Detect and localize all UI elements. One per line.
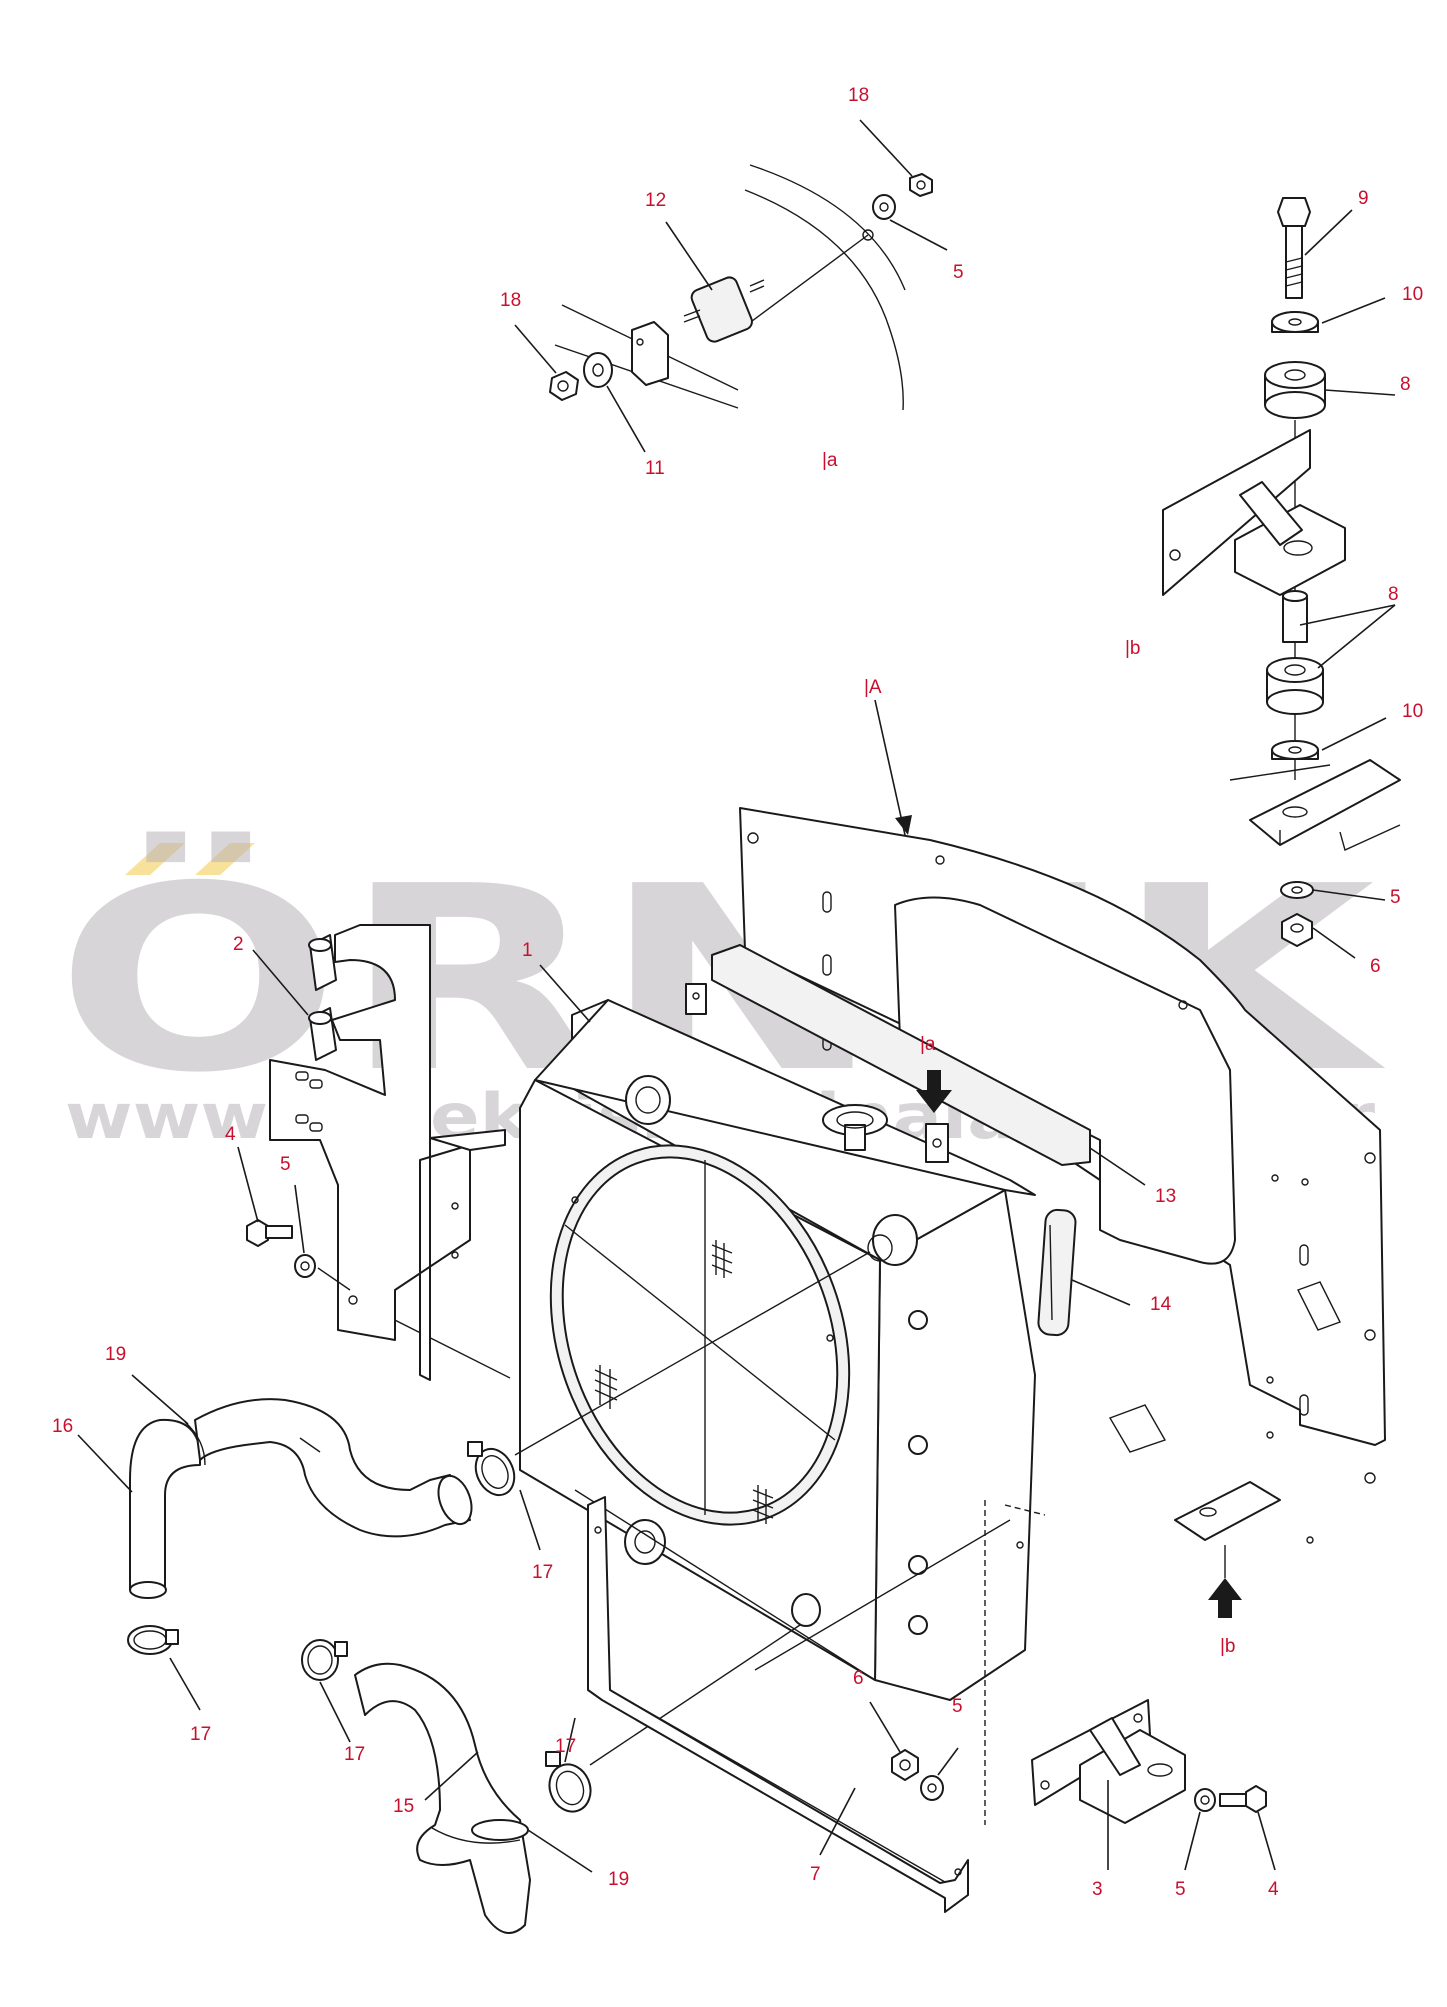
nut-18-top: [909, 173, 933, 197]
callout-5-top: 5: [953, 262, 964, 283]
left-bracket-2: [246, 924, 506, 1381]
lower-brackets: [587, 1070, 1281, 1913]
top-rail-13: [711, 944, 1091, 1166]
callout-13: 13: [1155, 1186, 1176, 1207]
callout-9: 9: [1358, 188, 1369, 209]
callout-19-upper: 19: [105, 1344, 126, 1365]
callout-6-lower: 6: [853, 1668, 864, 1689]
nut-18-left: [549, 371, 579, 401]
callout-12: 12: [645, 190, 666, 211]
bolt-9: [1277, 197, 1311, 227]
core-mesh: [594, 1240, 774, 1524]
callout-1: 1: [522, 940, 533, 961]
leader-lines: [77, 119, 1396, 1873]
callout-17-d: 17: [555, 1736, 576, 1757]
ref-a-mid: |a: [920, 1034, 936, 1055]
watermark-accent-mark-left: [125, 843, 185, 875]
rubber-mount-12: [690, 276, 753, 343]
callout-17-a: 17: [190, 1724, 211, 1745]
ref-b-low: |b: [1220, 1636, 1236, 1657]
callout-3: 3: [1092, 1879, 1103, 1900]
callout-14: 14: [1150, 1294, 1172, 1315]
callout-10-lower: 10: [1402, 701, 1423, 722]
callout-17-c: 17: [344, 1744, 365, 1765]
bolt-4-left: [246, 1219, 269, 1247]
nut-6-b: [1281, 913, 1313, 947]
spacer-tube: [1282, 595, 1308, 643]
callout-19-lower: 19: [608, 1869, 629, 1890]
clamp-17-d: [548, 1763, 592, 1813]
upper-inlet: [625, 1075, 671, 1125]
callout-6-b: 6: [1370, 956, 1381, 977]
upper-outlet: [872, 1214, 918, 1266]
frame-plate-b: [1249, 759, 1401, 846]
hoses: [127, 1251, 871, 1934]
callout-18-top: 18: [848, 85, 869, 106]
radiator-assembly: [354, 807, 1386, 1825]
callout-11: 11: [645, 458, 665, 479]
lower-bracket-7: [587, 1496, 969, 1913]
clamp-17-b: [474, 1447, 516, 1497]
detail-b-isolator: [1162, 197, 1401, 947]
seal-strip-14: [1037, 1208, 1077, 1337]
callout-4-right: 4: [1268, 1879, 1279, 1900]
radiator-side: [874, 1189, 1036, 1701]
watermark-accent-mark-right: [195, 843, 255, 875]
washer-10-lower: [1271, 740, 1319, 760]
ref-b-side: |b: [1125, 638, 1141, 659]
bolt-4-right: [1245, 1785, 1267, 1813]
callout-18-left: 18: [500, 290, 521, 311]
callout-5-lower: 5: [952, 1696, 963, 1717]
callout-8-lower: 8: [1388, 584, 1399, 605]
nut-6-lower: [891, 1749, 919, 1781]
callout-15: 15: [393, 1796, 414, 1817]
washer-5-right: [1194, 1788, 1216, 1812]
callout-16: 16: [52, 1416, 73, 1437]
reference-labels: |a |b |A |a |b: [822, 450, 1236, 1657]
callouts: 18 12 5 18 11 9 10 8 8 10 5 6 2 1 13 14 …: [52, 85, 1423, 1900]
callout-10-top: 10: [1402, 284, 1423, 305]
lower-outlet: [624, 1519, 666, 1565]
callout-5-left: 5: [280, 1154, 291, 1175]
mount-plate: [631, 321, 669, 386]
callout-7: 7: [810, 1864, 821, 1885]
washer-5-top: [872, 194, 896, 220]
hose-19-upper: [194, 1398, 471, 1538]
washer-11: [583, 352, 613, 388]
arrow-b: [1208, 1578, 1242, 1618]
arrow-A: [895, 815, 912, 835]
callout-8-top: 8: [1400, 374, 1411, 395]
hose-16: [129, 1418, 201, 1591]
hose-15: [354, 1662, 531, 1934]
ref-A: |A: [864, 677, 882, 698]
washer-5-left: [294, 1254, 316, 1278]
washer-5-b: [1280, 881, 1314, 899]
arrow-a: [916, 1070, 952, 1113]
callout-17-b: 17: [532, 1562, 553, 1583]
detail-a-mount: [549, 164, 933, 411]
plate-b-lower: [1174, 1481, 1281, 1541]
ref-a-top: |a: [822, 450, 838, 471]
callout-5-b: 5: [1390, 887, 1401, 908]
callout-2: 2: [233, 934, 244, 955]
callout-4-left: 4: [225, 1124, 236, 1145]
washer-5-lower: [920, 1775, 944, 1801]
callout-5-right: 5: [1175, 1879, 1186, 1900]
isolator-bracket: [1162, 429, 1311, 596]
